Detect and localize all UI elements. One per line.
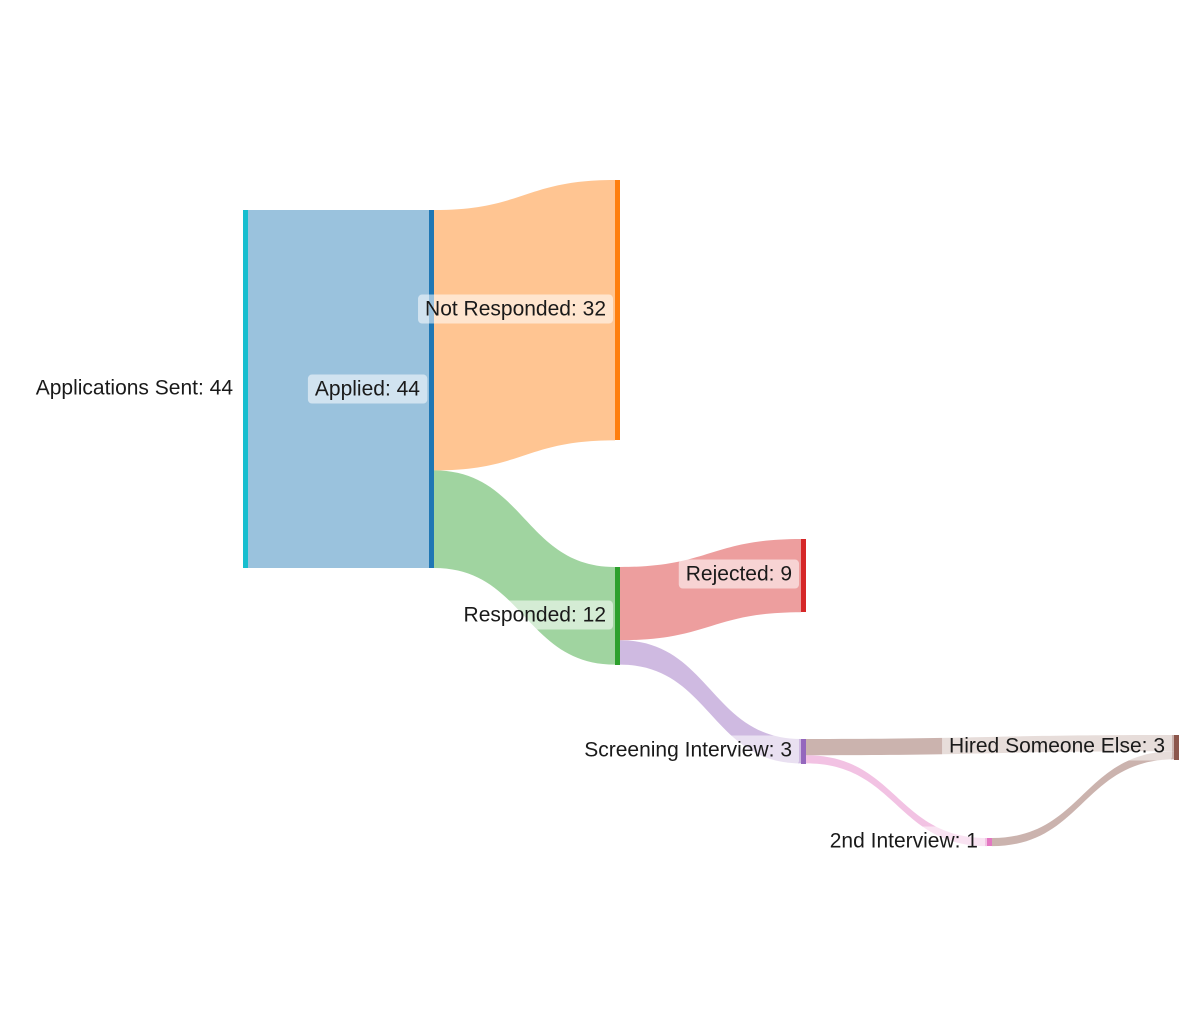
node-label-responded: Responded: 12 (464, 604, 606, 627)
sankey-link-applied-to-responded (434, 470, 615, 665)
sankey-link-screening_interview-to-second_interview (806, 755, 987, 847)
sankey-node-not-responded (615, 180, 620, 440)
sankey-node-responded (615, 567, 620, 665)
node-label-group-responded: Responded: 12 (456, 600, 613, 630)
node-label-background (822, 826, 985, 856)
node-label-group-rejected: Rejected: 9 (678, 559, 799, 589)
node-label-applied: Applied: 44 (315, 378, 420, 401)
sankey-node-applied (429, 210, 434, 568)
sankey-node-second-interview (987, 838, 992, 846)
sankey-link-responded-to-rejected (620, 539, 801, 641)
node-label-not-responded: Not Responded: 32 (425, 298, 606, 321)
node-label-applications-sent: Applications Sent: 44 (36, 377, 234, 400)
sankey-node-hired-someone-else (1174, 735, 1179, 760)
node-label-group-hired-someone-else: Hired Someone Else: 3 (942, 731, 1172, 761)
node-label-group-screening-interview: Screening Interview: 3 (577, 735, 799, 765)
node-label-background (456, 600, 613, 630)
node-label-background (678, 559, 799, 589)
node-label-background (307, 374, 428, 404)
node-label-background (418, 294, 613, 324)
sankey-link-second_interview-to-hired_someone_else (992, 751, 1174, 847)
node-label-group-applied: Applied: 44 (307, 374, 428, 404)
sankey-node-rejected (801, 539, 806, 612)
node-label-background (942, 731, 1172, 761)
sankey-link-responded-to-screening_interview (620, 640, 801, 764)
sankey-link-applied-to-not_responded (434, 180, 615, 471)
node-label-group-second-interview: 2nd Interview: 1 (822, 826, 985, 856)
node-label-hired-someone-else: Hired Someone Else: 3 (949, 735, 1165, 758)
labels-layer: Applications Sent: 44 Applied: 44 Not Resp… (36, 294, 1172, 856)
node-label-group-not-responded: Not Responded: 32 (418, 294, 613, 324)
node-label-background (577, 735, 799, 765)
node-label-second-interview: 2nd Interview: 1 (830, 830, 978, 853)
sankey-node-applications-sent (243, 210, 248, 568)
node-label-group-applications-sent: Applications Sent: 44 (36, 377, 234, 400)
nodes-layer (243, 180, 1179, 846)
node-label-screening-interview: Screening Interview: 3 (584, 739, 792, 762)
node-label-rejected: Rejected: 9 (686, 563, 792, 586)
sankey-node-screening-interview (801, 739, 806, 764)
